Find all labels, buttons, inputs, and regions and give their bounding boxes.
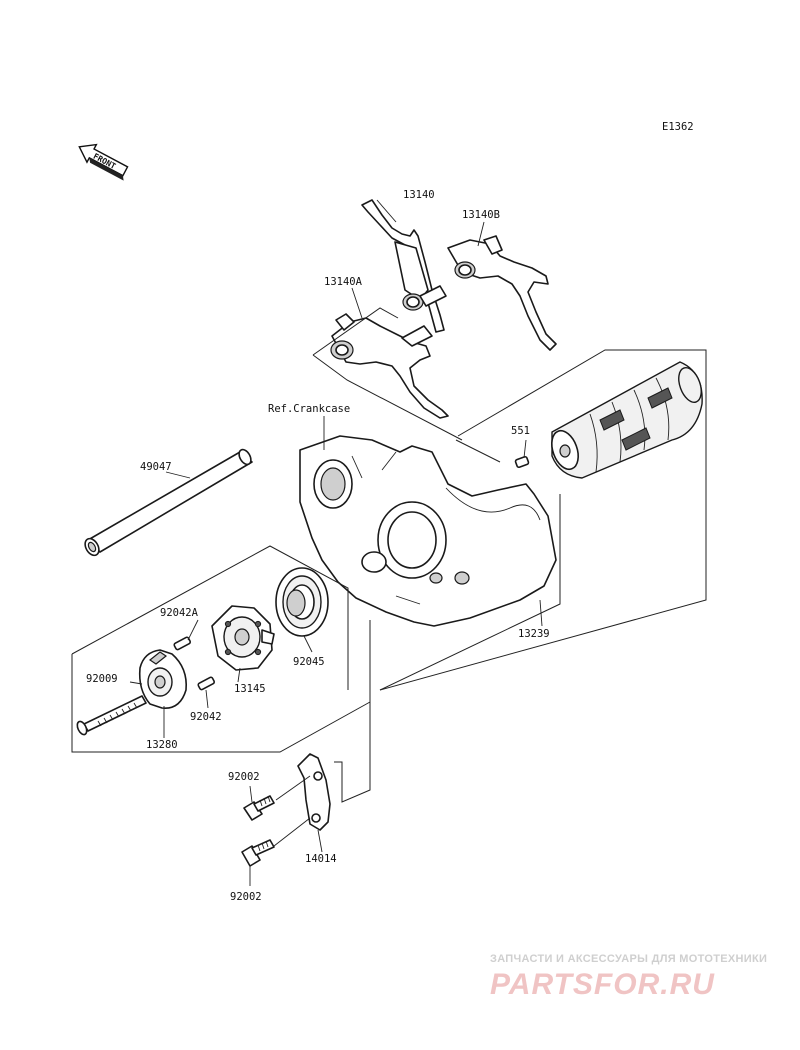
group-frame-plate bbox=[334, 620, 371, 803]
label-551: 551 bbox=[511, 425, 530, 437]
group-frame-forks bbox=[312, 307, 707, 691]
label-49047: 49047 bbox=[140, 461, 172, 473]
label-13140: 13140 bbox=[403, 189, 435, 201]
label-13145: 13145 bbox=[234, 683, 266, 695]
label-92042: 92042 bbox=[190, 711, 222, 723]
holder-13145 bbox=[211, 605, 275, 671]
label-92009: 92009 bbox=[86, 673, 118, 685]
pin-551 bbox=[514, 455, 530, 469]
label-92002-bottom: 92002 bbox=[230, 891, 262, 903]
dowel-pin-92042 bbox=[197, 676, 216, 691]
shift-fork-13140 bbox=[361, 199, 447, 333]
shift-fork-13140A bbox=[330, 313, 449, 419]
leader-lines bbox=[129, 199, 543, 886]
plate-14014 bbox=[297, 753, 331, 831]
label-92042A: 92042A bbox=[160, 607, 199, 619]
bearing-92045 bbox=[275, 567, 329, 637]
bolt-92002-bottom bbox=[241, 839, 275, 867]
label-13239: 13239 bbox=[518, 628, 550, 640]
label-92002-top: 92002 bbox=[228, 771, 260, 783]
label-ref-crankcase: Ref.Crankcase bbox=[268, 403, 350, 415]
group-frame-drum bbox=[379, 494, 561, 691]
label-13140A: 13140A bbox=[324, 276, 363, 288]
group-frame-holder bbox=[71, 545, 371, 753]
diagram-code: E1362 bbox=[662, 121, 694, 133]
label-13280: 13280 bbox=[146, 739, 178, 751]
shift-drum-13239 bbox=[551, 361, 703, 479]
watermark-tagline: ЗАПЧАСТИ И АКСЕССУАРЫ ДЛЯ МОТОТЕХНИКИ bbox=[490, 953, 767, 965]
bolt-92002-top bbox=[243, 795, 275, 821]
plate-13280 bbox=[138, 649, 188, 709]
front-arrow-icon: FRONT bbox=[78, 143, 129, 181]
shift-fork-13140B bbox=[447, 235, 557, 351]
label-92045: 92045 bbox=[293, 656, 325, 668]
shift-shaft-49047 bbox=[84, 448, 253, 557]
watermark-brand: PARTSFOR.RU bbox=[490, 968, 715, 1001]
label-14014: 14014 bbox=[305, 853, 337, 865]
label-13140B: 13140B bbox=[462, 209, 500, 221]
dowel-pin-92042A bbox=[173, 636, 192, 651]
screw-92009 bbox=[76, 695, 147, 736]
crankcase-reference bbox=[299, 435, 557, 627]
